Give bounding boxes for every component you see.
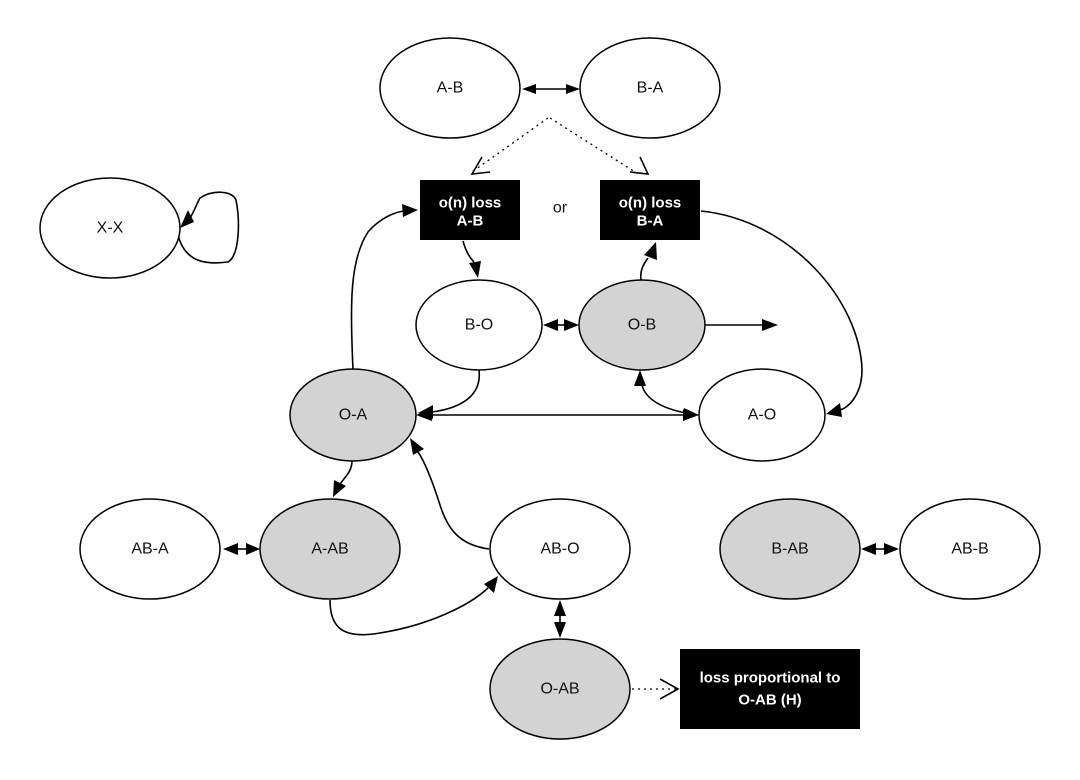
- edge-ob-to-loss-ba: [639, 257, 649, 281]
- arrowhead-abo-oab-up: [554, 600, 566, 616]
- loss-box-line1: loss proportional to: [700, 670, 841, 687]
- arrowhead-aba-aab-right: [246, 543, 260, 555]
- node-x-x: X-X: [39, 177, 181, 279]
- edge-loss-ba-to-ao: [700, 210, 863, 411]
- node-label: AB-B: [951, 541, 988, 558]
- arrowhead-ab-ba-right: [566, 84, 580, 94]
- node-ab-a: AB-A: [79, 498, 221, 600]
- node-label: O-B: [628, 317, 656, 334]
- node-o-a: O-A: [289, 368, 417, 462]
- node-ab-o: AB-O: [489, 498, 631, 600]
- arrowhead-oa-loss-ab: [402, 204, 418, 217]
- node-label: A-AB: [311, 541, 348, 558]
- arrowhead-bo-ob-right: [564, 319, 579, 331]
- node-shape: [578, 279, 706, 371]
- loss-box-a-b: o(n) loss A-B: [420, 180, 520, 240]
- edge-oa-to-loss-ab: [350, 210, 405, 371]
- edge-oa-to-aab: [339, 460, 353, 485]
- loss-box-line2: A-B: [457, 213, 484, 230]
- edge-abo-to-oa: [417, 451, 490, 550]
- arrowhead-ab-ba-left: [522, 84, 536, 94]
- node-shape: [39, 177, 181, 279]
- loss-box-shape: [420, 180, 520, 240]
- node-b-ab: B-AB: [719, 498, 861, 600]
- node-shape: [899, 498, 1041, 600]
- edge-aab-to-abo: [329, 587, 489, 636]
- node-shape: [415, 279, 543, 371]
- node-label: X-X: [97, 220, 124, 237]
- node-label: O-AB: [540, 681, 579, 698]
- node-b-a: B-A: [579, 37, 721, 139]
- edge-xx-self-loop: [177, 191, 240, 264]
- arrowhead-open-loss-ab: [470, 156, 491, 175]
- arrowhead-loss-ba-ao: [826, 403, 842, 417]
- loss-box-shape: [600, 180, 700, 240]
- or-label: or: [553, 200, 568, 217]
- arrowhead-open-loss-ba: [629, 156, 650, 175]
- arrowhead-ob-loss-ba: [644, 242, 657, 260]
- node-a-o: A-O: [698, 368, 826, 462]
- node-shape: [379, 37, 521, 139]
- arrowhead-bab-abb-left: [861, 543, 876, 555]
- loss-box-shape: [680, 649, 860, 729]
- arrowhead-xx-loop: [180, 210, 194, 228]
- node-label: B-AB: [771, 541, 808, 558]
- node-shape: [698, 368, 826, 462]
- arrowhead-oa-ao-left: [416, 409, 432, 421]
- arrowhead-ao-ob-down: [684, 408, 699, 420]
- node-shape: [719, 498, 861, 600]
- arrowhead-ob-right: [762, 319, 778, 331]
- node-shape: [579, 37, 721, 139]
- node-label: O-A: [339, 407, 368, 424]
- node-a-b: A-B: [379, 37, 521, 139]
- loss-box-line2: B-A: [637, 213, 664, 230]
- node-label: A-B: [437, 80, 464, 97]
- arrowhead-abo-oa: [410, 438, 424, 455]
- node-a-ab: A-AB: [259, 498, 401, 600]
- edges: [177, 84, 899, 700]
- node-b-o: B-O: [415, 279, 543, 371]
- arrowhead-loss-ab-bo: [469, 261, 481, 278]
- arrowhead-aba-aab-left: [223, 543, 238, 555]
- node-shape: [489, 638, 631, 740]
- edge-ao-ob: [641, 384, 687, 414]
- node-shape: [259, 498, 401, 600]
- arrowhead-aab-abo: [484, 576, 498, 593]
- node-label: B-O: [465, 317, 493, 334]
- arrowhead-abo-oab-down: [554, 622, 566, 638]
- arrowhead-bab-abb-right: [884, 543, 899, 555]
- node-o-b: O-B: [578, 279, 706, 371]
- node-label: AB-O: [540, 541, 579, 558]
- loss-box-line1: o(n) loss: [619, 195, 682, 212]
- node-ab-b: AB-B: [899, 498, 1041, 600]
- loss-box-line1: o(n) loss: [439, 195, 502, 212]
- edge-bo-to-oa: [431, 369, 480, 413]
- node-o-ab: O-AB: [489, 638, 631, 740]
- edge-loss-ab-to-bo: [462, 240, 475, 263]
- node-shape: [79, 498, 221, 600]
- node-label: A-O: [748, 407, 776, 424]
- node-shape: [289, 368, 417, 462]
- loss-box-line2: O-AB (H): [738, 692, 801, 709]
- arrowhead-oa-aab: [333, 480, 346, 497]
- arrowhead-open-oab-loss: [659, 678, 680, 700]
- loss-box-b-a: o(n) loss B-A: [600, 180, 700, 240]
- node-shape: [489, 498, 631, 600]
- node-label: AB-A: [131, 541, 169, 558]
- arrowhead-ao-ob-up: [634, 370, 646, 386]
- arrowhead-bo-ob-left: [543, 319, 558, 331]
- node-label: B-A: [637, 80, 664, 97]
- loss-box-o-ab: loss proportional to O-AB (H): [680, 649, 860, 729]
